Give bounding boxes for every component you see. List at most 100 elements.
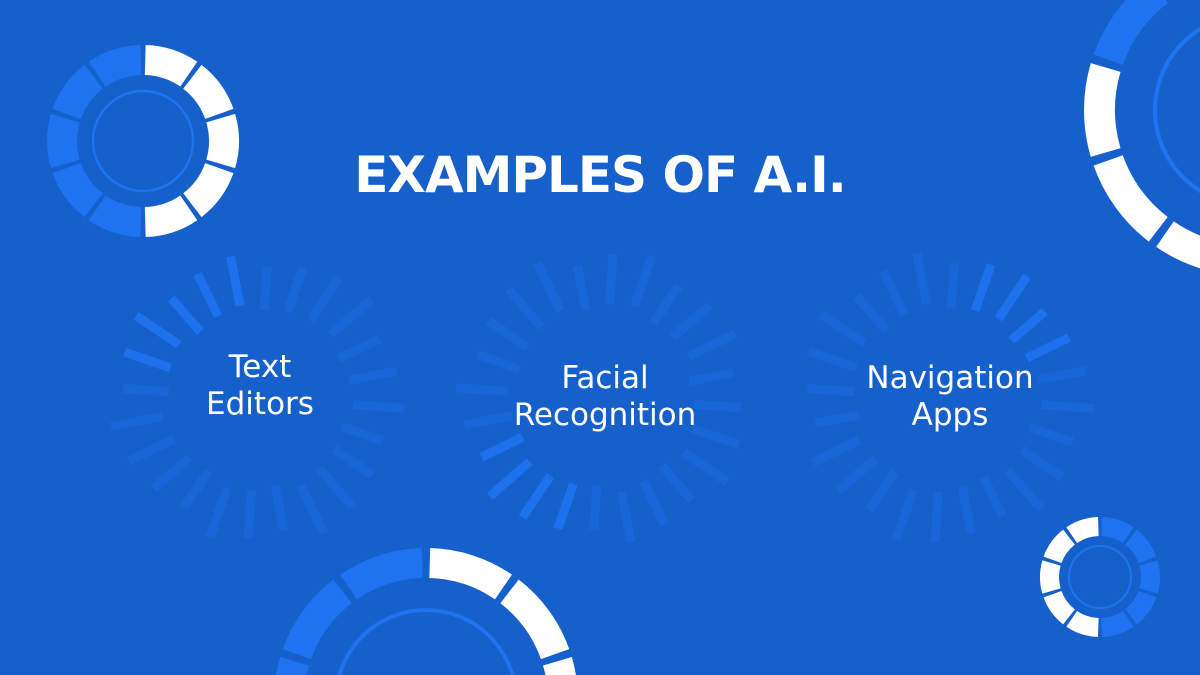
ring-segment (1040, 560, 1061, 594)
ring-segment (1101, 517, 1134, 544)
burst-ray (669, 302, 713, 341)
ring-segment (88, 45, 142, 87)
segmented-ring-group (46, 0, 1200, 675)
burst-ray (193, 271, 223, 319)
ring-segment (1066, 610, 1099, 637)
burst-ray (688, 368, 734, 386)
ring-segment (1093, 155, 1168, 242)
burst-ray (486, 458, 533, 500)
burst-ray (243, 489, 257, 539)
slide-title: EXAMPLES OF A.I. (354, 146, 847, 204)
example-navigation-apps: Navigation Apps (800, 360, 1100, 434)
ring-segment (1125, 529, 1157, 564)
burst-ray (891, 488, 918, 542)
burst-ray (1019, 446, 1065, 481)
burst-ray (553, 482, 578, 530)
burst-ray (486, 317, 531, 351)
burst-ray (126, 435, 176, 466)
ring-segment (1066, 517, 1099, 544)
burst-ray (328, 296, 375, 338)
ring-segment (1139, 560, 1161, 594)
burst-ray (352, 400, 405, 413)
ring-inner-circle (91, 89, 195, 193)
example-label-line1: Facial (561, 360, 649, 396)
example-label-line1: Text (228, 349, 292, 385)
burst-ray (658, 462, 695, 503)
burst-ray (463, 411, 514, 430)
ring-segment (46, 113, 80, 169)
burst-ray (336, 334, 382, 363)
burst-ray (283, 266, 308, 314)
burst-ray (1024, 333, 1072, 363)
ring-inner-circle (337, 608, 515, 675)
ring-top-right (1084, 0, 1200, 269)
burst-ray (693, 399, 741, 413)
ring-segment (206, 113, 239, 169)
burst-ray (807, 346, 858, 372)
ring-segment (183, 163, 234, 218)
burst-facial-recognition (456, 254, 741, 544)
burst-ray (1004, 467, 1045, 512)
burst-ray (970, 263, 996, 313)
burst-ray (109, 412, 164, 432)
ring-segment (52, 64, 103, 119)
burst-ray (518, 473, 555, 520)
ring-segment (1156, 221, 1200, 269)
burst-ray (123, 384, 170, 397)
ring-segment (52, 163, 103, 218)
burst-ray (296, 483, 328, 535)
burst-ray (572, 264, 591, 311)
burst-ray (810, 435, 862, 467)
burst-ray (306, 276, 343, 323)
radial-burst-group (109, 252, 1095, 544)
burst-ray (456, 383, 509, 396)
burst-ray (865, 469, 899, 513)
ring-segment (276, 657, 309, 675)
burst-ray (605, 254, 618, 305)
ring-segment (144, 45, 198, 87)
burst-ray (680, 448, 730, 486)
burst-ray (205, 486, 232, 539)
burst-ray (853, 293, 890, 334)
burst-ray (946, 263, 959, 310)
burst-ray (168, 295, 204, 335)
burst-ray (476, 350, 522, 374)
ring-segment (1093, 0, 1168, 65)
burst-ray (180, 468, 213, 510)
ring-segment (1043, 590, 1075, 625)
burst-ray (630, 254, 657, 308)
burst-ray (533, 261, 565, 313)
example-label-line2: Editors (206, 386, 314, 422)
burst-ray (639, 479, 669, 527)
ring-segment (1101, 610, 1134, 637)
ring-segment (1043, 529, 1075, 564)
burst-ray (259, 266, 272, 311)
ring-segment (340, 548, 423, 600)
burst-ray (1008, 308, 1048, 344)
burst-ray (879, 269, 909, 317)
ring-inner-circle (1068, 545, 1132, 609)
burst-ray (686, 329, 738, 361)
ring-segment (144, 195, 198, 237)
burst-ray (930, 491, 943, 542)
burst-ray (818, 310, 868, 348)
ring-bottom-center (276, 548, 576, 675)
burst-ray (150, 454, 193, 492)
burst-ray (589, 485, 602, 530)
burst-ray (330, 445, 375, 479)
ring-top-left (46, 45, 239, 237)
example-label-line2: Recognition (513, 397, 697, 433)
burst-ray (979, 475, 1007, 519)
burst-ray (957, 486, 976, 535)
example-label-line2: Apps (911, 397, 989, 433)
ring-segment (282, 579, 352, 660)
burst-ray (226, 255, 245, 307)
burst-text-editors (109, 255, 405, 539)
ring-segment (1125, 590, 1157, 625)
burst-ray (690, 424, 741, 450)
burst-ray (616, 490, 636, 544)
burst-ray (505, 286, 545, 330)
burst-ray (1028, 422, 1075, 447)
